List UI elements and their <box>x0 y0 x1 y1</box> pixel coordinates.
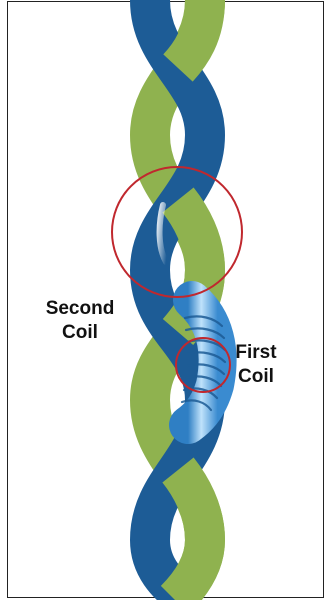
second-coil-label-line2: Coil <box>20 321 140 345</box>
first-coil-label-line2: Coil <box>216 365 296 389</box>
second-coil-label: Second Coil <box>20 297 140 345</box>
second-coil-label-line1: Second <box>20 297 140 321</box>
first-coil-label-line1: First <box>216 341 296 365</box>
first-coil-label: First Coil <box>216 341 296 389</box>
